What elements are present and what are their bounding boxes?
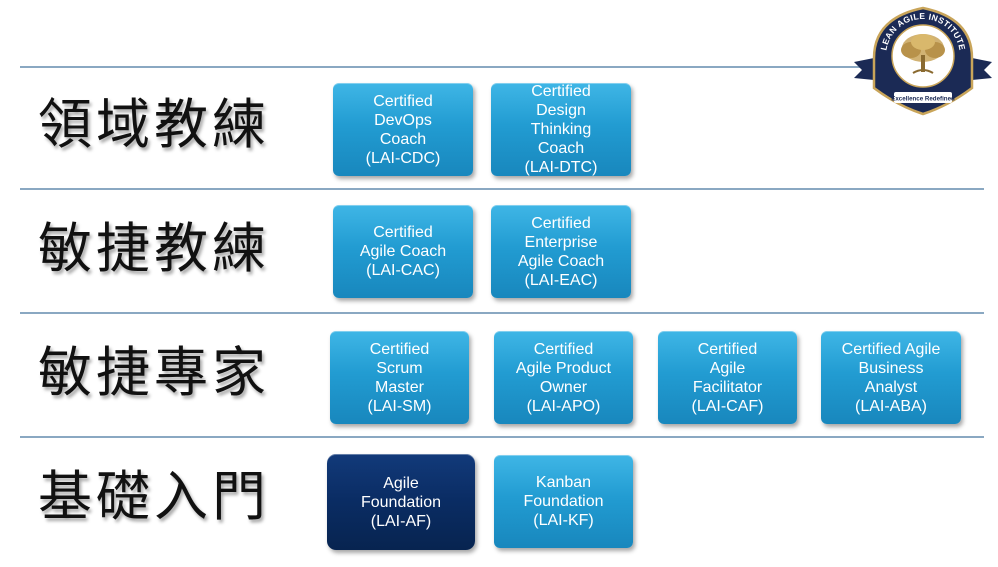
cert-box-lai-apo: Certified Agile Product Owner (LAI-APO) xyxy=(494,331,633,424)
cert-box-lai-cdc: Certified DevOps Coach (LAI-CDC) xyxy=(333,83,473,176)
cert-box-lai-cac: Certified Agile Coach (LAI-CAC) xyxy=(333,205,473,298)
row-divider xyxy=(20,66,984,68)
row-divider xyxy=(20,312,984,314)
row-label-agile-expert: 敏捷專家 xyxy=(38,341,270,404)
cert-box-lai-dtc: Certified Design Thinking Coach (LAI-DTC… xyxy=(491,83,631,176)
cert-box-lai-sm: Certified Scrum Master (LAI-SM) xyxy=(330,331,469,424)
cert-box-lai-kf: Kanban Foundation (LAI-KF) xyxy=(494,455,633,548)
logo-tagline: Excellence Redefined xyxy=(891,96,955,103)
row-divider xyxy=(20,436,984,438)
cert-box-lai-caf: Certified Agile Facilitator (LAI-CAF) xyxy=(658,331,797,424)
ribbon-left xyxy=(854,58,874,80)
ribbon-right xyxy=(972,58,992,80)
lean-agile-institute-logo: LEAN AGILE INSTITUTE Excellence Redefine… xyxy=(854,6,992,116)
row-label-foundation: 基礎入門 xyxy=(38,465,270,528)
row-label-domain-coach: 領域教練 xyxy=(38,93,270,156)
cert-box-lai-eac: Certified Enterprise Agile Coach (LAI-EA… xyxy=(491,205,631,298)
cert-box-lai-aba: Certified Agile Business Analyst (LAI-AB… xyxy=(821,331,961,424)
row-label-agile-coach: 敏捷教練 xyxy=(38,217,270,280)
tagline-banner xyxy=(894,92,952,103)
row-divider xyxy=(20,188,984,190)
cert-box-lai-af: Agile Foundation (LAI-AF) xyxy=(327,454,475,550)
tree-icon xyxy=(901,34,945,74)
